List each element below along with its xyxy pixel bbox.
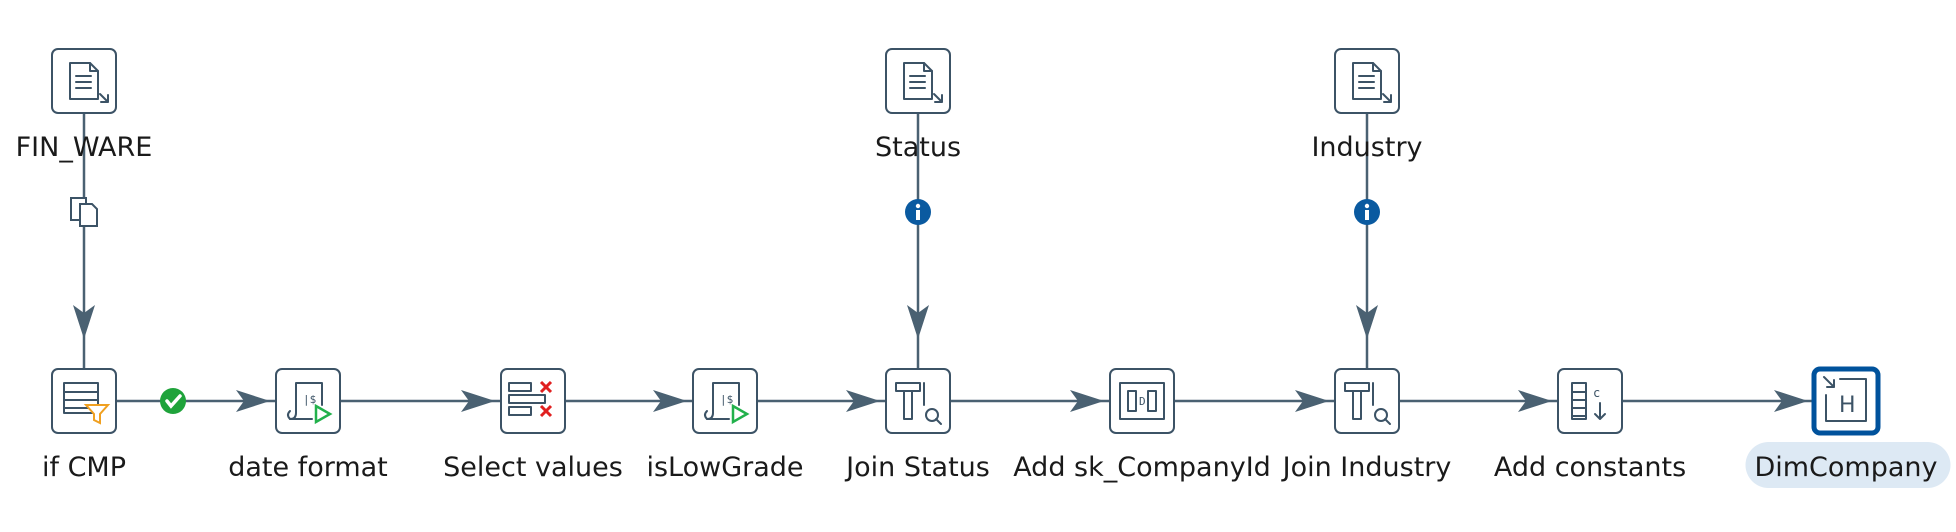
step-date-format[interactable]: |$ date format <box>228 368 388 483</box>
step-status[interactable]: Status <box>875 48 961 163</box>
svg-text:|$: |$ <box>720 393 733 406</box>
stream-lookup-icon <box>1344 382 1391 425</box>
add-constants-icon: c <box>1571 382 1606 420</box>
step-dim-company[interactable]: H DimCompany <box>1745 366 1951 488</box>
step-label: isLowGrade <box>646 452 803 483</box>
step-box[interactable] <box>1109 368 1175 434</box>
step-label: Industry <box>1311 132 1422 163</box>
hop-arrowhead <box>907 305 929 339</box>
javascript-script-icon: |$ <box>704 382 750 425</box>
select-values-icon <box>508 380 553 418</box>
javascript-script-icon: |$ <box>287 382 333 425</box>
dimension-lookup-icon: H <box>1823 376 1867 422</box>
step-box[interactable] <box>1334 368 1400 434</box>
hop-fin_ware-to-if_cmp[interactable] <box>73 113 95 369</box>
add-sequence-icon: D <box>1119 382 1165 420</box>
step-add-sk[interactable]: D Add sk_CompanyId <box>1013 368 1271 483</box>
selection-highlight <box>1745 442 1951 488</box>
svg-text:D: D <box>1139 395 1146 408</box>
step-box[interactable] <box>1557 368 1623 434</box>
step-join-status[interactable]: Join Status <box>844 368 990 483</box>
hop-markers-layer <box>70 197 1380 414</box>
step-select-values[interactable]: Select values <box>443 368 623 483</box>
step-label: Add constants <box>1494 452 1686 483</box>
hop-status-to-join_status[interactable] <box>907 113 929 369</box>
step-is-low-grade[interactable]: |$ isLowGrade <box>646 368 804 483</box>
hop-select_values-to-is_low_grade[interactable] <box>565 390 693 412</box>
step-label: DimCompany <box>1754 452 1937 483</box>
step-label: date format <box>228 452 388 483</box>
copy-rows-icon[interactable] <box>70 197 98 227</box>
hop-arrowhead <box>1518 390 1552 412</box>
hop-add_sk-to-join_industry[interactable] <box>1174 390 1335 412</box>
svg-text:c: c <box>1593 386 1600 400</box>
filter-rows-icon <box>63 382 111 425</box>
hop-date_format-to-select_values[interactable] <box>340 390 501 412</box>
step-label: Join Industry <box>1281 452 1452 483</box>
svg-text:H: H <box>1839 393 1856 418</box>
step-label: Add sk_CompanyId <box>1013 452 1271 483</box>
hop-arrowhead <box>653 390 687 412</box>
hop-arrowhead <box>236 390 270 412</box>
step-label: Select values <box>443 452 623 483</box>
hop-arrowhead <box>1774 390 1808 412</box>
step-if-cmp[interactable]: if CMP <box>42 368 126 483</box>
step-fin-ware[interactable]: FIN_WARE <box>16 48 153 163</box>
text-file-input-icon <box>1352 62 1392 103</box>
steps-layer: FIN_WARE Status Industry if CMP |$ date forma… <box>16 48 1951 488</box>
hops-layer <box>73 113 1814 412</box>
step-label: if CMP <box>42 452 126 483</box>
hop-arrowhead <box>1070 390 1104 412</box>
hop-if_cmp-to-date_format[interactable] <box>116 390 276 412</box>
hop-arrowhead <box>461 390 495 412</box>
hop-arrowhead <box>1295 390 1329 412</box>
step-box[interactable] <box>885 368 951 434</box>
hop-join_industry-to-add_constants[interactable] <box>1399 390 1558 412</box>
hop-arrowhead <box>846 390 880 412</box>
step-industry[interactable]: Industry <box>1311 48 1423 163</box>
step-join-industry[interactable]: Join Industry <box>1281 368 1452 483</box>
true-check-icon[interactable] <box>160 388 186 414</box>
step-label: Join Status <box>844 452 990 483</box>
text-file-input-icon <box>69 62 109 103</box>
hop-is_low_grade-to-join_status[interactable] <box>757 390 886 412</box>
step-label: Status <box>875 132 961 163</box>
hop-arrowhead <box>1356 305 1378 339</box>
hop-add_constants-to-dim_company[interactable] <box>1622 390 1814 412</box>
hop-join_status-to-add_sk[interactable] <box>950 390 1110 412</box>
svg-text:|$: |$ <box>303 393 316 406</box>
step-label: FIN_WARE <box>16 132 153 163</box>
info-icon[interactable] <box>1354 199 1380 225</box>
hop-arrowhead <box>73 305 95 339</box>
info-icon[interactable] <box>905 199 931 225</box>
hop-industry-to-join_industry[interactable] <box>1356 113 1378 369</box>
text-file-input-icon <box>903 62 943 103</box>
step-box[interactable] <box>500 368 566 434</box>
step-box[interactable] <box>1811 366 1881 436</box>
stream-lookup-icon <box>895 382 942 425</box>
